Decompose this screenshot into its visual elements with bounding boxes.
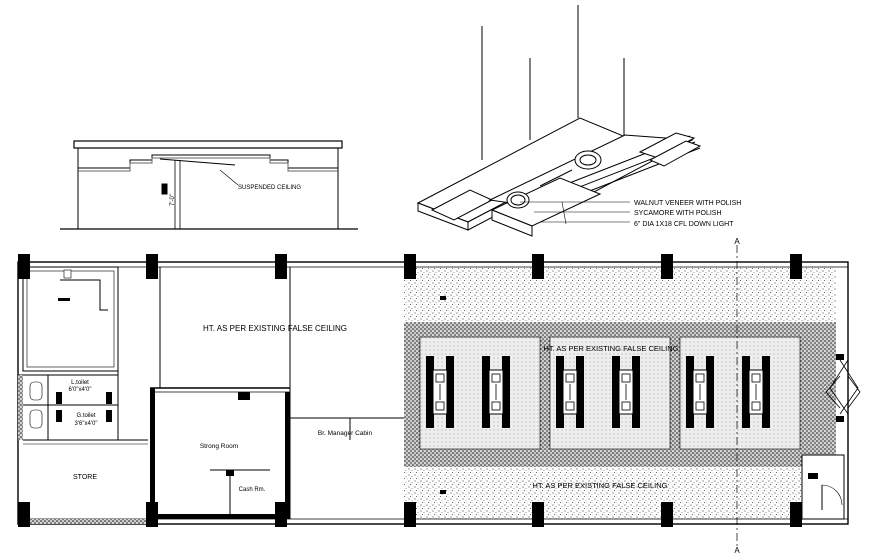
floor-plan bbox=[17, 245, 861, 546]
ceiling-note-label: HT. AS PER EXISTING FALSE CEILING bbox=[203, 324, 347, 333]
g-toilet-size: 3'6"x4'0" bbox=[75, 421, 98, 427]
suspended-ceiling-label: SUSPENDED CEILING bbox=[238, 185, 301, 191]
column-5-bottom bbox=[661, 502, 673, 527]
strong-room-label: Strong Room bbox=[200, 443, 238, 450]
callout-downlight: 6" DIA 1X18 CFL DOWN LIGHT bbox=[634, 221, 734, 228]
column-6-bottom bbox=[790, 502, 802, 527]
down-light-fixture bbox=[426, 356, 454, 428]
structural-columns bbox=[18, 254, 802, 527]
hall-note-bottom: HT. AS PER EXISTING FALSE CEILING bbox=[532, 481, 667, 490]
down-light-fixture bbox=[612, 356, 640, 428]
isometric-light-fixture bbox=[416, 5, 702, 237]
column-0-top bbox=[18, 254, 30, 279]
l-toilet-size: 6'0"x4'0" bbox=[69, 387, 92, 393]
section-mark-bottom: A bbox=[734, 546, 740, 555]
column-3-top bbox=[404, 254, 416, 279]
ceiling-section bbox=[60, 140, 358, 230]
column-5-top bbox=[661, 254, 673, 279]
cash-room-label: Cash Rm. bbox=[239, 487, 266, 493]
hall-note-top: HT. AS PER EXISTING FALSE CEILING bbox=[543, 344, 678, 353]
ceiling-height-dim: 7'-0" bbox=[170, 194, 176, 206]
column-1-top bbox=[146, 254, 158, 279]
column-3-bottom bbox=[404, 502, 416, 527]
g-toilet-label: G.toilet bbox=[76, 413, 95, 419]
callout-walnut: WALNUT VENEER WITH POLISH bbox=[634, 200, 741, 207]
section-mark-top: A bbox=[734, 237, 740, 246]
column-2-top bbox=[275, 254, 287, 279]
column-4-top bbox=[532, 254, 544, 279]
l-toilet-label: L.toilet bbox=[71, 380, 89, 386]
down-light-fixture bbox=[482, 356, 510, 428]
down-light-fixture bbox=[686, 356, 714, 428]
column-6-top bbox=[790, 254, 802, 279]
down-light-fixture bbox=[742, 356, 770, 428]
light-fixtures bbox=[426, 356, 770, 428]
callout-sycamore: SYCAMORE WITH POLISH bbox=[634, 210, 722, 217]
manager-cabin-label: Br. Manager Cabin bbox=[318, 430, 373, 437]
column-4-bottom bbox=[532, 502, 544, 527]
down-light-fixture bbox=[556, 356, 584, 428]
column-1-bottom bbox=[146, 502, 158, 527]
store-label: STORE bbox=[73, 474, 97, 481]
column-2-bottom bbox=[275, 502, 287, 527]
column-0-bottom bbox=[18, 502, 30, 527]
